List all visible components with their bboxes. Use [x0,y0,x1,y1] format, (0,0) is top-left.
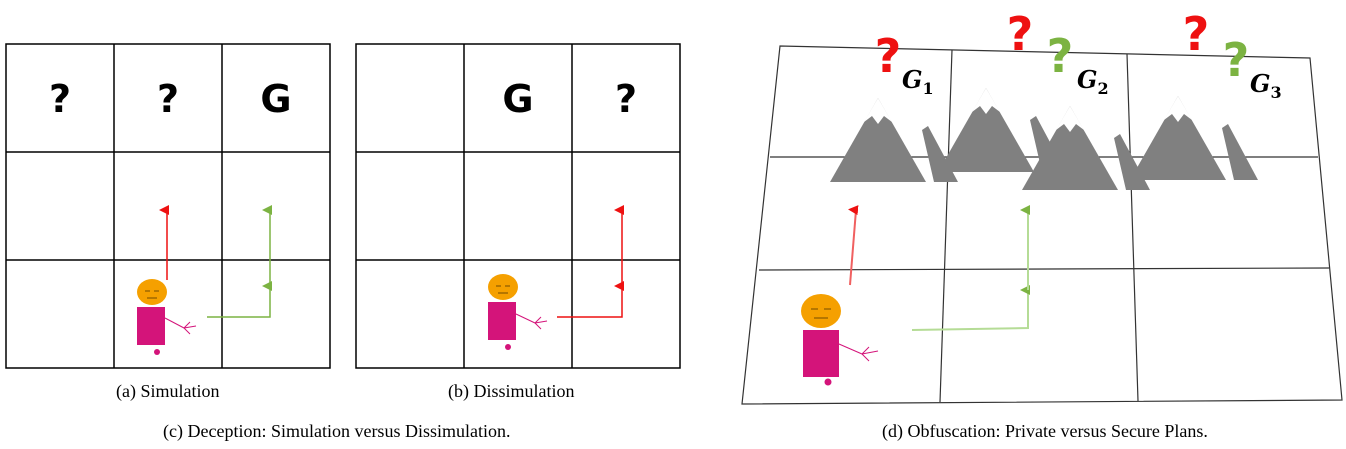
panel-a-green-path [207,281,272,318]
goal-label-g2: G2 [1077,65,1109,98]
caption-c: (c) Deception: Simulation versus Dissimu… [163,421,511,441]
panel-b-grid [355,43,681,369]
panel-a-cell-3: G [260,77,291,121]
agent-a [137,279,197,355]
panel-d-green-path [911,285,1030,331]
caption-d: (d) Obfuscation: Private versus Secure P… [882,421,1208,441]
panel-a-cell-1: ? [49,77,71,121]
mountain-1 [830,98,958,182]
panel-b-red-path [557,281,624,318]
panel-b-cell-2: G [502,77,533,121]
question-red-g1: ? [875,29,902,83]
panel-a-grid [5,43,331,369]
panel-a-cell-2: ? [157,77,179,121]
question-green-g3: ? [1223,33,1250,87]
question-red-g3: ? [1183,7,1210,61]
caption-a: (a) Simulation [116,381,220,401]
agent-b [488,274,548,350]
panel-b-cell-3: ? [615,77,637,121]
question-red-g2: ? [1007,7,1034,61]
goal-label-g3: G3 [1250,69,1282,102]
mountain-4 [1130,96,1258,180]
goal-label-g1: G1 [902,65,934,98]
agent-d [801,294,879,386]
question-green-g2: ? [1047,29,1074,83]
caption-b: (b) Dissimulation [448,381,575,401]
panel-d-red-arrow [848,205,859,286]
